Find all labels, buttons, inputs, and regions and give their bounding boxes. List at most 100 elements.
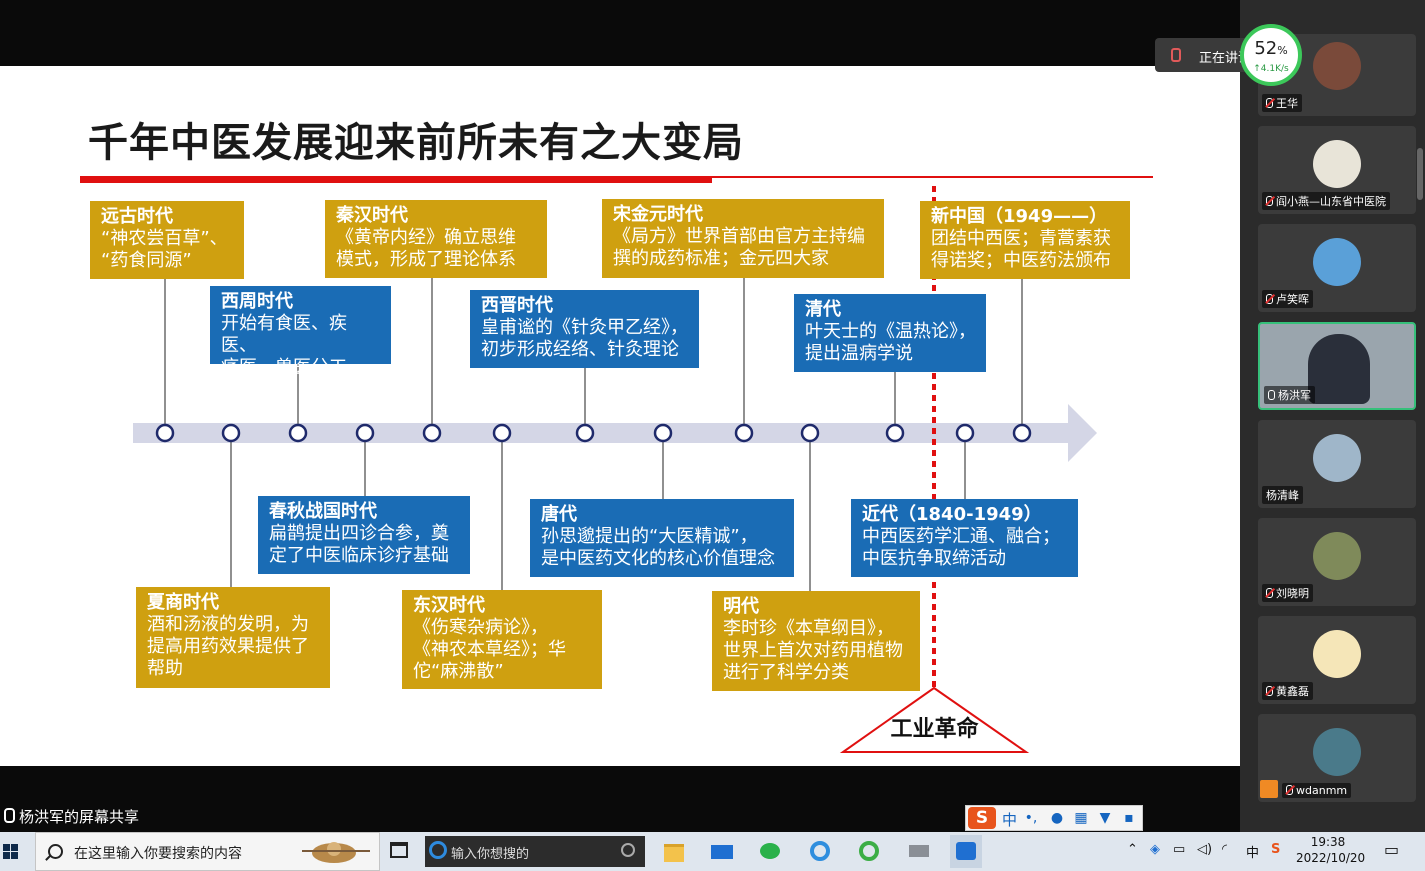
- timeline-graphic: [133, 186, 1097, 753]
- era-title: 宋金元时代: [613, 204, 703, 225]
- mic-muted-icon: [1266, 294, 1273, 304]
- file-explorer-icon[interactable]: [658, 835, 690, 868]
- participant-tile[interactable]: wdanmm: [1258, 714, 1416, 802]
- edge-icon[interactable]: [804, 835, 836, 868]
- timeline-dot: [221, 423, 241, 443]
- era-title: 东汉时代: [413, 595, 485, 616]
- clock-date: 2022/10/20: [1296, 851, 1366, 865]
- participant-tile[interactable]: 卢笑晖: [1258, 224, 1416, 312]
- era-box-western-zhou: 西周时代 开始有食医、疾医、 疡医、兽医分工: [210, 286, 391, 378]
- mic-muted-icon: [1266, 686, 1273, 696]
- punct-icon[interactable]: •,: [1024, 810, 1038, 826]
- presentation-slide: 千年中医发展迎来前所未有之大变局: [0, 66, 1240, 766]
- era-description: 扁鹊提出四诊合参，奠 定了中医临床诊疗基础: [269, 523, 449, 566]
- era-title: 新中国（1949——）: [931, 206, 1108, 227]
- timeline-dot: [653, 423, 673, 443]
- era-box-eastern-han: 东汉时代 《伤寒杂病论》， 《神农本草经》；华 佗“麻沸散”: [402, 590, 602, 689]
- participant-tile[interactable]: 刘晓明: [1258, 518, 1416, 606]
- participant-tile[interactable]: 阎小燕—山东省中医院: [1258, 126, 1416, 214]
- era-box-modern: 近代（1840-1949） 中西医药学汇通、融合； 中医抗争取缔活动: [851, 499, 1078, 577]
- grid-icon[interactable]: ▪: [1124, 810, 1134, 826]
- industrial-revolution-label: 工业革命: [890, 717, 979, 742]
- top-connectors: [164, 276, 1023, 433]
- task-view-icon[interactable]: [390, 842, 408, 858]
- participant-name: 卢笑晖: [1262, 290, 1313, 308]
- timeline-dot: [492, 423, 512, 443]
- participant-name: wdanmm: [1282, 783, 1352, 798]
- timeline-dot: [734, 423, 754, 443]
- participant-tile-active-speaker[interactable]: 杨洪军: [1258, 322, 1416, 410]
- participant-name: 阎小燕—山东省中医院: [1262, 192, 1390, 210]
- timeline-dot: [575, 423, 595, 443]
- era-title: 远古时代: [101, 206, 173, 227]
- mic-muted-icon: [1266, 196, 1273, 206]
- mic-icon: [1268, 390, 1275, 400]
- network-speed: ↑4.1K/s: [1253, 64, 1289, 74]
- era-title: 清代: [805, 299, 841, 320]
- start-button[interactable]: [0, 832, 26, 871]
- participant-scrollbar[interactable]: [1417, 148, 1423, 200]
- era-title: 春秋战国时代: [269, 501, 377, 522]
- participant-panel: [1240, 0, 1425, 832]
- era-description: 《局方》世界首部由官方主持编 撰的成药标准；金元四大家: [613, 226, 865, 269]
- timeline-dot: [955, 423, 975, 443]
- system-clock[interactable]: 19:38 2022/10/20: [1296, 834, 1366, 866]
- era-description: 《伤寒杂病论》， 《神农本草经》；华 佗“麻沸散”: [413, 617, 566, 682]
- screen-share-owner: 杨洪军的屏幕共享: [19, 808, 140, 826]
- ime-toolbar[interactable]: S 中 •, ● ▦ ▼ ▪: [965, 805, 1143, 831]
- era-description: 团结中西医；青蒿素获 得诺奖；中医药法颁布: [931, 228, 1111, 271]
- participant-name: 王华: [1262, 94, 1302, 112]
- wifi-icon[interactable]: ◜: [1222, 842, 1228, 857]
- era-description: 孙思邈提出的“大医精诚”， 是中医药文化的核心价值理念: [541, 526, 775, 569]
- timeline-dot: [1012, 423, 1032, 443]
- wechat-icon[interactable]: [754, 835, 786, 868]
- ime-tray-indicator[interactable]: 中: [1246, 846, 1260, 861]
- era-title: 近代（1840-1949）: [862, 504, 1042, 525]
- participant-name: 杨洪军: [1264, 386, 1315, 404]
- network-speed-widget[interactable]: 52% ↑4.1K/s: [1240, 24, 1302, 86]
- avatar: [1313, 532, 1361, 580]
- volume-icon[interactable]: ◁): [1197, 842, 1213, 857]
- browser-search-input[interactable]: 输入你想搜的: [425, 836, 645, 867]
- era-description: “神农尝百草”、 “药食同源”: [101, 228, 228, 271]
- meeting-app-icon[interactable]: [950, 835, 982, 868]
- ie-icon[interactable]: [853, 835, 885, 868]
- ime-mode-toggle[interactable]: 中: [1002, 811, 1018, 829]
- sogou-tray-icon[interactable]: S: [1271, 842, 1281, 857]
- era-box-ancient: 远古时代 “神农尝百草”、 “药食同源”: [90, 201, 244, 279]
- mic-muted-icon: [1286, 785, 1293, 795]
- era-description: 李时珍《本草纲目》， 世界上首次对药用植物 进行了科学分类: [723, 618, 903, 683]
- taskbar-search-input[interactable]: 在这里输入你要搜索的内容: [35, 832, 380, 871]
- battery-icon[interactable]: ▭: [1173, 842, 1186, 857]
- notification-icon[interactable]: ▭: [1384, 840, 1400, 859]
- shield-icon[interactable]: ◈: [1150, 842, 1160, 857]
- era-description: 皇甫谧的《针灸甲乙经》， 初步形成经络、针灸理论: [481, 317, 688, 360]
- timeline-dot: [800, 423, 820, 443]
- ime-logo-icon[interactable]: S: [968, 807, 996, 829]
- timeline-dots: [155, 423, 1032, 443]
- keyboard-icon[interactable]: ▦: [1074, 810, 1088, 826]
- era-box-qing: 清代 叶天士的《温热论》， 提出温病学说: [794, 294, 986, 372]
- era-title: 秦汉时代: [336, 205, 408, 226]
- mic-icon[interactable]: ●: [1050, 810, 1064, 826]
- participant-tile[interactable]: 黄鑫磊: [1258, 616, 1416, 704]
- era-description: 《黄帝内经》确立思维 模式，形成了理论体系: [336, 227, 516, 270]
- participant-name: 黄鑫磊: [1262, 682, 1313, 700]
- shirt-icon[interactable]: ▼: [1099, 810, 1111, 826]
- tray-chevron-icon[interactable]: ⌃: [1127, 842, 1138, 857]
- printer-icon[interactable]: [903, 835, 935, 868]
- search-placeholder: 在这里输入你要搜索的内容: [74, 846, 242, 862]
- speaking-text: 正在讲话: [1199, 51, 1252, 66]
- era-box-qin-han: 秦汉时代 《黄帝内经》确立思维 模式，形成了理论体系: [325, 200, 547, 278]
- search-icon: [621, 843, 635, 857]
- avatar: [1308, 334, 1370, 404]
- era-title: 明代: [723, 596, 759, 617]
- era-box-new-china: 新中国（1949——） 团结中西医；青蒿素获 得诺奖；中医药法颁布: [920, 201, 1130, 279]
- mail-icon[interactable]: [706, 835, 738, 868]
- timeline-dot: [885, 423, 905, 443]
- browser-search-placeholder: 输入你想搜的: [451, 847, 530, 862]
- mic-icon: [4, 808, 15, 823]
- clock-time: 19:38: [1310, 835, 1346, 849]
- participant-tile[interactable]: 杨清峰: [1258, 420, 1416, 508]
- era-box-song-jin-yuan: 宋金元时代 《局方》世界首部由官方主持编 撰的成药标准；金元四大家: [602, 199, 884, 278]
